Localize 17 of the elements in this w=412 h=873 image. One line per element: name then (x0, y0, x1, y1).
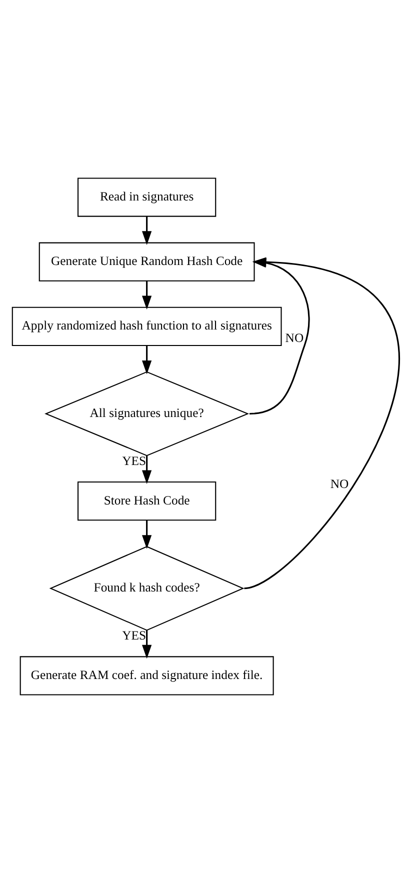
arrow (142, 630, 152, 659)
node-diamond: All signatures unique? (44, 371, 250, 456)
edge-label: YES (122, 454, 146, 468)
arrow (142, 280, 152, 310)
edge-label: NO (285, 330, 304, 345)
node-box: Apply randomized hash function to all signatures (12, 306, 282, 346)
node-diamond: Found k hash codes? (49, 546, 244, 631)
arrow (142, 346, 152, 374)
node-box: Read in signatures (78, 178, 216, 217)
arrow (142, 456, 152, 484)
edge-label: NO (330, 476, 349, 491)
node-box: Generate RAM coef. and signature index file. (20, 656, 274, 696)
node-box: Store Hash Code (78, 481, 216, 521)
edge-label: YES (122, 628, 146, 643)
node-box: Generate Unique Random Hash Code (38, 242, 255, 282)
arrow (142, 216, 152, 245)
arrow (142, 520, 152, 549)
